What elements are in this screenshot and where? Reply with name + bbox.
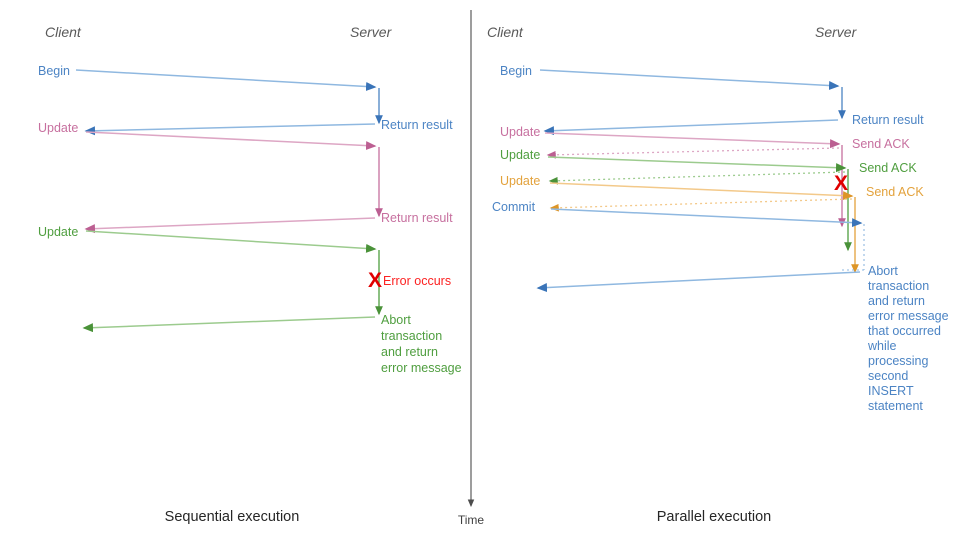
client-header-right: Client (487, 24, 524, 40)
arrow-ack-green-right (548, 171, 846, 185)
server-label-send-ack-green-right: Send ACK (859, 161, 917, 175)
arrow-update-orange-right (549, 182, 854, 201)
time-axis-label: Time (458, 513, 485, 527)
message-label-update-pink-left: Update (38, 121, 78, 135)
arrow-commit-right (550, 208, 863, 228)
caption-parallel: Parallel execution (657, 509, 771, 525)
panel-parallel: Client Server Begin Return result Update… (487, 24, 952, 525)
arrow-abort-right (536, 271, 861, 293)
message-label-begin-left: Begin (38, 64, 70, 78)
server-label-send-ack-pink-right: Send ACK (852, 137, 910, 151)
client-header-left: Client (45, 24, 82, 40)
arrow-return-result-right (543, 119, 839, 136)
abort-text-left: Abort transaction and return error messa… (381, 313, 462, 375)
arrow-return-result-2-left (84, 217, 376, 234)
server-header-right: Server (815, 24, 858, 40)
panel-sequential: Client Server Begin Return result Update… (38, 24, 462, 525)
arrow-return-result-1-left (84, 123, 376, 136)
abort-text-right: Abort transaction and return error messa… (867, 264, 952, 413)
server-label-send-ack-orange-right: Send ACK (866, 185, 924, 199)
arrow-begin-right (539, 69, 840, 91)
message-label-commit-right: Commit (492, 200, 536, 214)
arrow-update-green-right (547, 156, 847, 173)
error-x-icon-right: X (834, 172, 848, 195)
message-label-update-green-right: Update (500, 148, 540, 162)
message-label-update-pink-right: Update (500, 125, 540, 139)
arrow-abort-left (82, 316, 376, 333)
server-label-return-result-2-left: Return result (381, 211, 453, 225)
error-label-left: Error occurs (383, 274, 451, 288)
server-label-return-result-right: Return result (852, 113, 924, 127)
server-label-return-result-1-left: Return result (381, 118, 453, 132)
caption-sequential: Sequential execution (165, 509, 300, 525)
arrow-update-green-left (85, 230, 377, 253)
arrow-begin-left (75, 69, 377, 91)
arrow-update-pink-right (544, 132, 841, 149)
arrow-ack-orange-right (549, 198, 853, 212)
message-label-update-orange-right: Update (500, 174, 540, 188)
message-label-update-green-left: Update (38, 225, 78, 239)
arrow-ack-pink-right (546, 147, 840, 159)
server-header-left: Server (350, 24, 393, 40)
message-label-begin-right: Begin (500, 64, 532, 78)
arrow-update-pink-left (85, 131, 377, 151)
error-x-icon-left: X (368, 269, 382, 292)
